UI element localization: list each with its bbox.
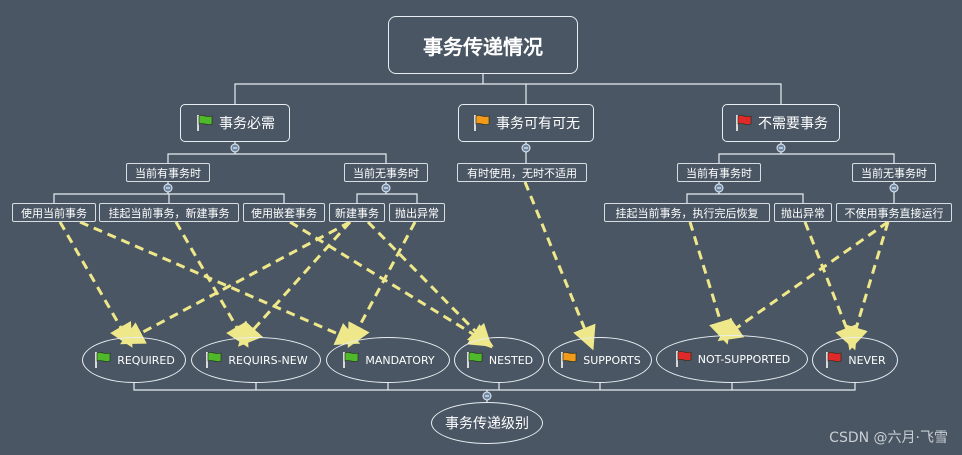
action-label: 使用嵌套事务 xyxy=(251,206,317,220)
action-use-nested[interactable]: 使用嵌套事务 xyxy=(243,203,325,222)
action-suspend-run[interactable]: 挂起当前事务，执行完后恢复 xyxy=(604,203,770,222)
condition-label: 当前有事务时 xyxy=(135,166,201,180)
action-label: 抛出异常 xyxy=(781,206,825,220)
mapping-arrow xyxy=(523,181,596,351)
mapping-arrow xyxy=(289,220,494,347)
action-run-without[interactable]: 不使用事务直接运行 xyxy=(836,203,952,222)
root-node[interactable]: 事务传递情况 xyxy=(388,16,578,74)
propagation-never[interactable]: NEVER xyxy=(812,337,898,383)
level-title: 事务传递级别 xyxy=(445,416,529,432)
propagation-label: MANDATORY xyxy=(365,353,435,367)
group-label: 事务可有可无 xyxy=(496,116,580,132)
condition-req-has[interactable]: 当前有事务时 xyxy=(126,163,210,182)
green-flag-icon xyxy=(204,351,224,369)
connector-line xyxy=(686,193,804,203)
propagation-mandatory[interactable]: MANDATORY xyxy=(326,337,450,383)
action-throw-no[interactable]: 抛出异常 xyxy=(774,203,832,222)
red-flag-icon xyxy=(824,351,844,369)
mapping-arrow xyxy=(120,220,351,345)
propagation-nested[interactable]: NESTED xyxy=(454,337,544,383)
propagation-not-supported[interactable]: NOT-SUPPORTED xyxy=(656,335,808,383)
mapping-arrow xyxy=(174,221,249,348)
propagation-label: SUPPORTS xyxy=(583,353,641,367)
mapping-arrow xyxy=(58,221,133,348)
condition-label: 当前有事务时 xyxy=(686,166,752,180)
action-label: 挂起当前事务，新建事务 xyxy=(108,206,230,220)
condition-req-none[interactable]: 当前无事务时 xyxy=(344,163,428,182)
connector-line xyxy=(234,83,782,104)
condition-label: 有时使用，无时不适用 xyxy=(467,166,577,180)
green-flag-icon xyxy=(93,351,113,369)
green-flag-icon xyxy=(341,351,361,369)
mapping-arrow xyxy=(688,221,733,345)
mapping-arrow xyxy=(237,220,352,347)
propagation-requires-new[interactable]: REQUIRS-NEW xyxy=(191,337,321,383)
action-throw-req[interactable]: 抛出异常 xyxy=(389,203,445,222)
propagation-label: REQUIRED xyxy=(117,353,175,367)
propagation-label: NEVER xyxy=(848,353,886,367)
mapping-arrow xyxy=(366,220,493,349)
group-no-tx[interactable]: 不需要事务 xyxy=(722,104,840,142)
action-label: 新建事务 xyxy=(335,206,379,220)
mapping-arrow xyxy=(347,221,417,348)
action-suspend-new[interactable]: 挂起当前事务，新建事务 xyxy=(99,203,239,222)
connector-line xyxy=(167,153,387,163)
propagation-required[interactable]: REQUIRED xyxy=(82,337,186,383)
root-title: 事务传递情况 xyxy=(423,34,543,59)
green-flag-icon xyxy=(195,114,215,132)
mapping-arrow xyxy=(717,220,889,342)
action-use-current[interactable]: 使用当前事务 xyxy=(12,203,96,222)
connector-line xyxy=(133,383,856,391)
green-flag-icon xyxy=(465,351,485,369)
action-label: 不使用事务直接运行 xyxy=(844,206,944,220)
propagation-label: NOT-SUPPORTED xyxy=(697,352,791,366)
condition-label: 当前无事务时 xyxy=(353,166,419,180)
mapping-arrow xyxy=(803,221,858,351)
orange-flag-icon xyxy=(472,114,492,132)
connector-line xyxy=(718,153,895,163)
level-node[interactable]: 事务传递级别 xyxy=(431,402,543,444)
group-label: 事务必需 xyxy=(219,116,275,132)
condition-opt-any[interactable]: 有时使用，无时不适用 xyxy=(457,163,587,182)
condition-label: 当前无事务时 xyxy=(861,166,927,180)
mapping-arrow xyxy=(79,220,361,346)
red-flag-icon xyxy=(674,350,694,368)
connector-line xyxy=(356,193,418,203)
action-label: 抛出异常 xyxy=(395,206,439,220)
action-label: 挂起当前事务，执行完后恢复 xyxy=(615,206,759,220)
propagation-label: REQUIRS-NEW xyxy=(228,353,308,367)
orange-flag-icon xyxy=(559,351,579,369)
watermark: CSDN @六月·飞雪 xyxy=(829,430,948,446)
red-flag-icon xyxy=(734,114,754,132)
action-create-new[interactable]: 新建事务 xyxy=(329,203,385,222)
group-label: 不需要事务 xyxy=(758,116,828,132)
propagation-label: NESTED xyxy=(488,353,534,367)
propagation-supports[interactable]: SUPPORTS xyxy=(548,337,652,383)
group-required-tx[interactable]: 事务必需 xyxy=(180,104,290,142)
action-label: 使用当前事务 xyxy=(21,206,87,220)
group-optional-tx[interactable]: 事务可有可无 xyxy=(458,104,594,142)
mapping-arrow xyxy=(844,221,890,351)
condition-no-has[interactable]: 当前有事务时 xyxy=(677,163,761,182)
condition-no-none[interactable]: 当前无事务时 xyxy=(852,163,936,182)
